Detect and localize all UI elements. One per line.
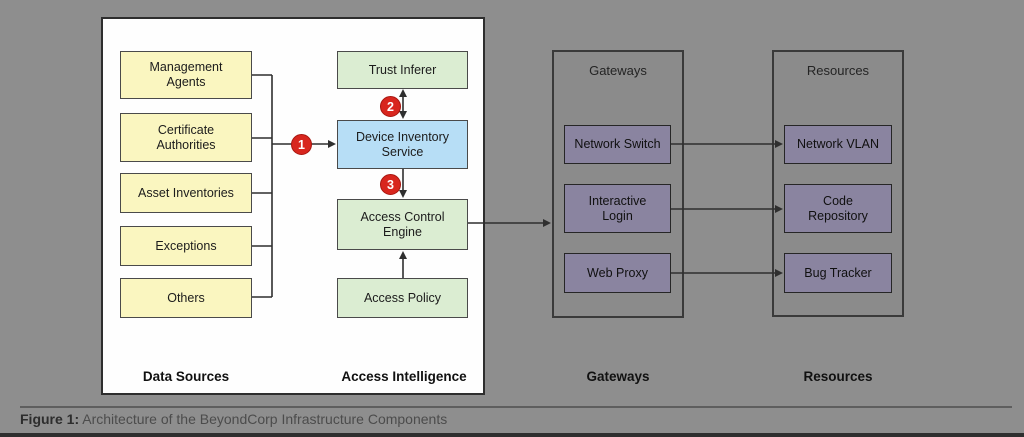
box-asset-inventories: Asset Inventories [120, 173, 252, 213]
resources-panel [772, 50, 904, 317]
certificate-authorities-label: Certificate Authorities [156, 122, 216, 152]
asset-inventories-label: Asset Inventories [138, 185, 234, 200]
box-device-inventory-service: Device Inventory Service [337, 120, 468, 169]
box-trust-inferer: Trust Inferer [337, 51, 468, 89]
box-certificate-authorities: Certificate Authorities [120, 113, 252, 162]
box-bug-tracker: Bug Tracker [784, 253, 892, 293]
column-label-data-sources: Data Sources [142, 369, 230, 384]
step-marker-1: 1 [291, 134, 312, 155]
management-agents-label: Management Agents [149, 60, 223, 89]
figure-caption: Figure 1: Architecture of the BeyondCorp… [20, 411, 447, 427]
box-interactive-login: Interactive Login [564, 184, 671, 233]
network-vlan-label: Network VLAN [797, 137, 879, 151]
column-label-resources: Resources [803, 369, 873, 384]
box-code-repository: Code Repository [784, 184, 892, 233]
step-marker-2: 2 [380, 96, 401, 117]
network-switch-label: Network Switch [574, 137, 661, 151]
box-exceptions: Exceptions [120, 226, 252, 266]
figure-caption-text: Architecture of the BeyondCorp Infrastru… [82, 411, 448, 427]
device-inventory-service-label: Device Inventory Service [355, 129, 450, 159]
column-label-gateways: Gateways [586, 369, 650, 384]
box-access-policy: Access Policy [337, 278, 468, 318]
step-marker-3: 3 [380, 174, 401, 195]
resources-panel-title: Resources [806, 63, 870, 78]
access-control-engine-label: Access Control Engine [360, 209, 445, 239]
box-access-control-engine: Access Control Engine [337, 199, 468, 250]
box-web-proxy: Web Proxy [564, 253, 671, 293]
code-repository-label: Code Repository [808, 193, 868, 223]
bottom-edge-strip [0, 433, 1024, 437]
gateways-panel [552, 50, 684, 318]
column-label-access-intelligence: Access Intelligence [341, 369, 467, 384]
figure-caption-label: Figure 1: [20, 411, 80, 427]
box-network-switch: Network Switch [564, 125, 671, 164]
trust-inferer-label: Trust Inferer [368, 62, 437, 77]
bug-tracker-label: Bug Tracker [804, 265, 872, 280]
box-network-vlan: Network VLAN [784, 125, 892, 164]
others-label: Others [167, 290, 205, 305]
web-proxy-label: Web Proxy [587, 265, 648, 280]
arrowhead-into-gateways [543, 219, 551, 227]
gateways-panel-title: Gateways [589, 63, 647, 78]
caption-divider [20, 406, 1012, 408]
box-management-agents: Management Agents [120, 51, 252, 99]
access-policy-label: Access Policy [363, 290, 442, 305]
exceptions-label: Exceptions [155, 238, 217, 253]
box-others: Others [120, 278, 252, 318]
interactive-login-label: Interactive Login [588, 193, 647, 223]
